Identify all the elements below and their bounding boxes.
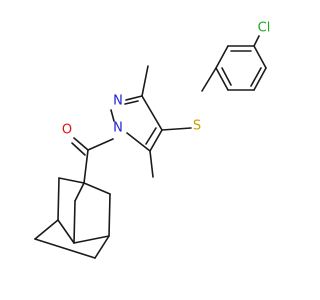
atom-oxygen: O <box>62 123 72 138</box>
double-bond-inner <box>250 67 262 87</box>
bond-aryl-s <box>201 67 217 92</box>
atom-sulfur: S <box>193 119 201 134</box>
bond <box>74 182 85 202</box>
double-bond-inner <box>124 100 139 105</box>
bond <box>73 200 76 244</box>
bond-carbonyl-adamantane <box>83 149 89 184</box>
atom-chlorine: Cl <box>258 21 271 36</box>
bond-n-carbonyl <box>87 138 114 151</box>
bond <box>57 177 60 221</box>
bond <box>126 132 151 152</box>
bond-carbonyl-second <box>71 142 86 156</box>
adamantane-cage <box>34 177 111 259</box>
bond-carbonyl <box>73 137 89 151</box>
bond <box>58 177 85 184</box>
bond-methyl-bottom <box>149 150 154 178</box>
bond <box>215 45 229 69</box>
atom-nitrogen-2: N <box>113 94 123 109</box>
bond <box>110 109 115 122</box>
atom-nitrogen-1: N <box>113 121 123 136</box>
double-bond-inner <box>145 127 157 145</box>
bond <box>141 95 163 131</box>
pyrazole-ring <box>110 95 163 152</box>
double-bond-inner <box>221 67 232 86</box>
bond <box>125 95 143 101</box>
bond <box>73 235 110 244</box>
bond-methyl-top <box>141 65 149 97</box>
bond <box>94 235 110 259</box>
bond <box>108 193 111 237</box>
bond <box>57 219 75 244</box>
bond <box>149 129 163 152</box>
chlorophenyl-ring <box>215 45 267 91</box>
bond <box>215 67 229 91</box>
bond <box>253 67 267 91</box>
bond <box>83 182 111 195</box>
molecule-canvas: Cl S N N O <box>34 20 271 259</box>
bond <box>34 238 96 259</box>
bond-s-pyrazole <box>161 127 192 131</box>
bond <box>253 45 267 69</box>
bond-c-cl <box>253 35 260 47</box>
bond <box>34 219 59 240</box>
molecule-structure: Cl S N N O <box>34 20 271 259</box>
